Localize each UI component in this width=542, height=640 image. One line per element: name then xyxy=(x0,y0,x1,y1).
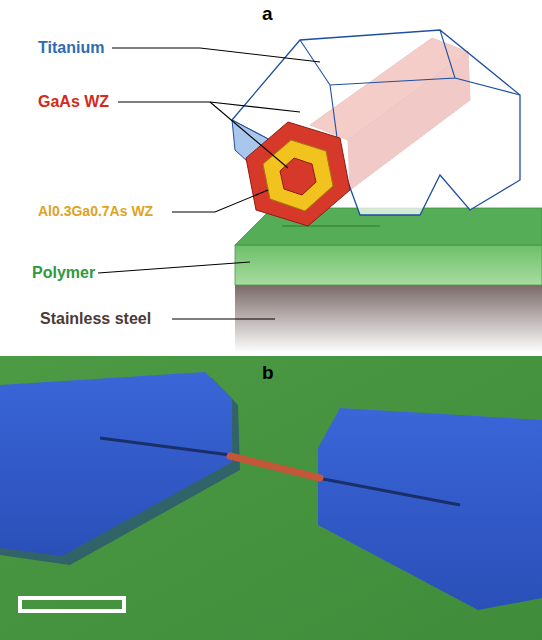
panel-letter: a xyxy=(262,4,273,23)
part-name: Titanium xyxy=(38,40,104,56)
sem-background xyxy=(0,356,542,640)
nanowire xyxy=(230,456,320,478)
pad-slit xyxy=(318,478,460,505)
scale-bar xyxy=(20,598,124,611)
gaas-shell xyxy=(246,122,350,226)
leader-line xyxy=(210,102,288,168)
part-name: Al0.3Ga0.7As WZ xyxy=(38,204,153,218)
electrode-pad xyxy=(318,408,542,610)
leader-line xyxy=(112,48,320,62)
algaas-shell xyxy=(263,140,333,211)
panel-letter: b xyxy=(262,363,274,382)
part-name: GaAs WZ xyxy=(38,94,109,110)
part-name: Stainless steel xyxy=(40,311,151,327)
pad-slit xyxy=(100,438,230,455)
leader-line xyxy=(118,102,300,112)
titanium-contact xyxy=(232,30,520,215)
stainless-steel-block xyxy=(235,285,542,353)
electrode-pad xyxy=(0,372,232,556)
leader-line xyxy=(172,190,268,212)
groove-line xyxy=(282,225,380,226)
leader-line xyxy=(98,262,250,273)
leader-line xyxy=(172,318,275,319)
polymer-front xyxy=(235,245,542,285)
part-name: Polymer xyxy=(32,265,95,281)
gaas-core xyxy=(280,158,316,195)
